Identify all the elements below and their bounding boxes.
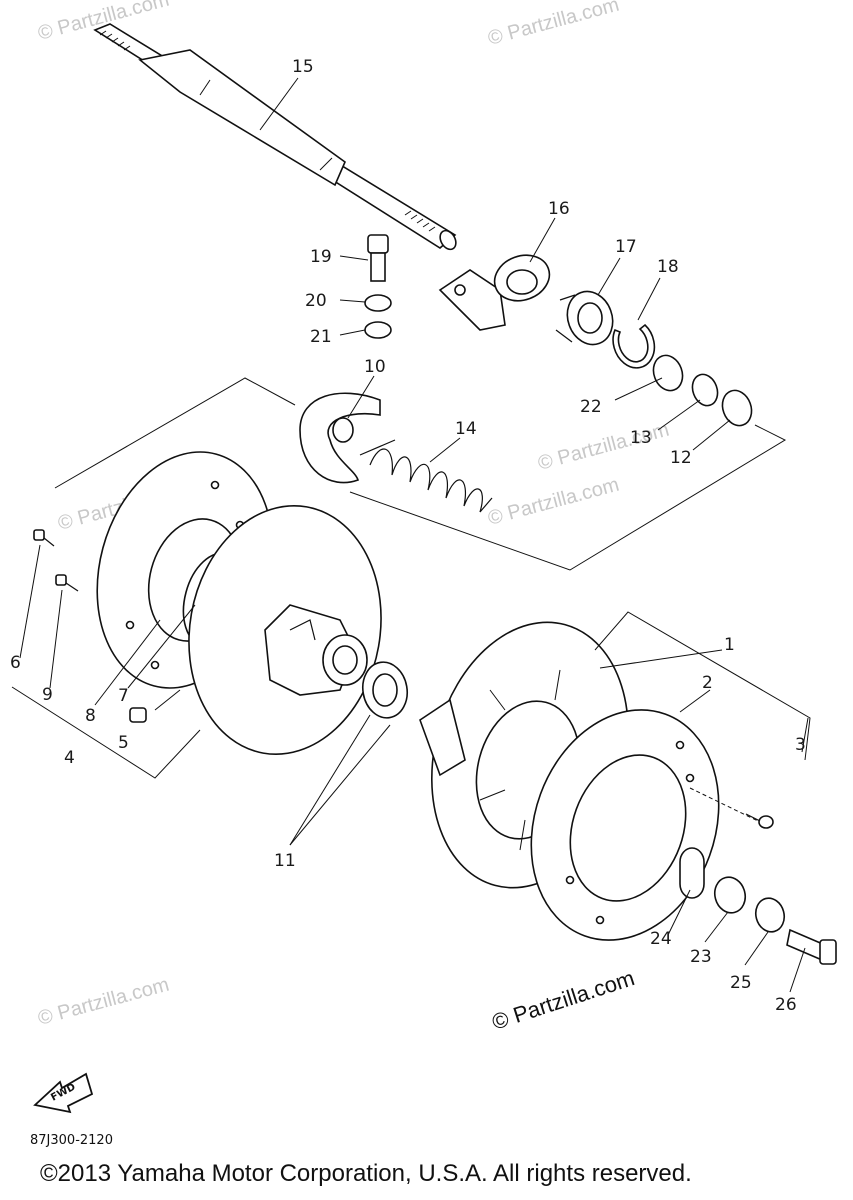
washer-part-25[interactable]: [752, 895, 788, 935]
bolt-part-9[interactable]: [55, 574, 79, 592]
plate-part-2[interactable]: [500, 683, 750, 966]
group-outline-left: [11, 686, 201, 779]
copyright-notice: ©2013 Yamaha Motor Corporation, U.S.A. A…: [40, 1160, 692, 1187]
snap-ring-part-18[interactable]: [612, 323, 656, 369]
sheave-part-4[interactable]: [170, 490, 401, 769]
callout-19: 19: [310, 247, 332, 267]
washer-part-20[interactable]: [364, 294, 392, 312]
callout-17: 17: [615, 237, 637, 257]
callout-25: 25: [730, 973, 752, 993]
callout-13: 13: [630, 428, 652, 448]
callout-10: 10: [364, 357, 386, 377]
callout-12: 12: [670, 448, 692, 468]
washer-part-13[interactable]: [688, 371, 721, 409]
callout-8: 8: [85, 706, 96, 726]
screw-part-3[interactable]: [689, 787, 774, 829]
callout-20: 20: [305, 291, 327, 311]
callout-22: 22: [580, 397, 602, 417]
callout-26: 26: [775, 995, 797, 1015]
cam-part-10[interactable]: [299, 392, 381, 484]
callout-5: 5: [118, 733, 129, 753]
washer-part-22[interactable]: [649, 351, 688, 394]
callout-4: 4: [64, 748, 75, 768]
bolt-part-19[interactable]: [367, 234, 389, 282]
callout-7: 7: [118, 686, 129, 706]
shaft-part-15[interactable]: [93, 23, 459, 252]
washer-part-21[interactable]: [364, 321, 392, 339]
washer-part-12[interactable]: [718, 386, 757, 429]
callout-15: 15: [292, 57, 314, 77]
bearing-housing-part-16[interactable]: [438, 248, 556, 331]
callout-14: 14: [455, 419, 477, 439]
diagram-code: 87J300-2120: [30, 1133, 113, 1148]
seal-part-11[interactable]: [358, 659, 411, 722]
watermark: © Partzilla.com: [486, 0, 622, 50]
leader-lines: [19, 77, 809, 993]
callout-21: 21: [310, 327, 332, 347]
washer-part-23[interactable]: [711, 874, 749, 917]
callout-6: 6: [10, 653, 21, 673]
callout-23: 23: [690, 947, 712, 967]
callout-3: 3: [795, 735, 806, 755]
bolt-part-6[interactable]: [33, 529, 55, 547]
bolt-part-26[interactable]: [786, 928, 837, 965]
group-outline-upper: [54, 377, 787, 571]
callout-18: 18: [657, 257, 679, 277]
watermark: © Partzilla.com: [36, 0, 172, 45]
fwd-arrow-icon: FWD: [33, 1072, 94, 1114]
group-outline-right: [594, 611, 811, 761]
callout-2: 2: [702, 673, 713, 693]
watermark: © Partzilla.com: [36, 974, 172, 1030]
spring-part-14[interactable]: [359, 439, 493, 513]
watermark: © Partzilla.com: [486, 474, 622, 530]
nut-part-5[interactable]: [129, 707, 147, 723]
callout-9: 9: [42, 685, 53, 705]
callout-16: 16: [548, 199, 570, 219]
partzilla-watermark: © Partzilla.com: [489, 965, 638, 1035]
callout-1: 1: [724, 635, 735, 655]
bearing-part-17[interactable]: [555, 285, 620, 351]
callout-11: 11: [274, 851, 296, 871]
collar-part-24[interactable]: [679, 847, 705, 899]
callout-24: 24: [650, 929, 672, 949]
